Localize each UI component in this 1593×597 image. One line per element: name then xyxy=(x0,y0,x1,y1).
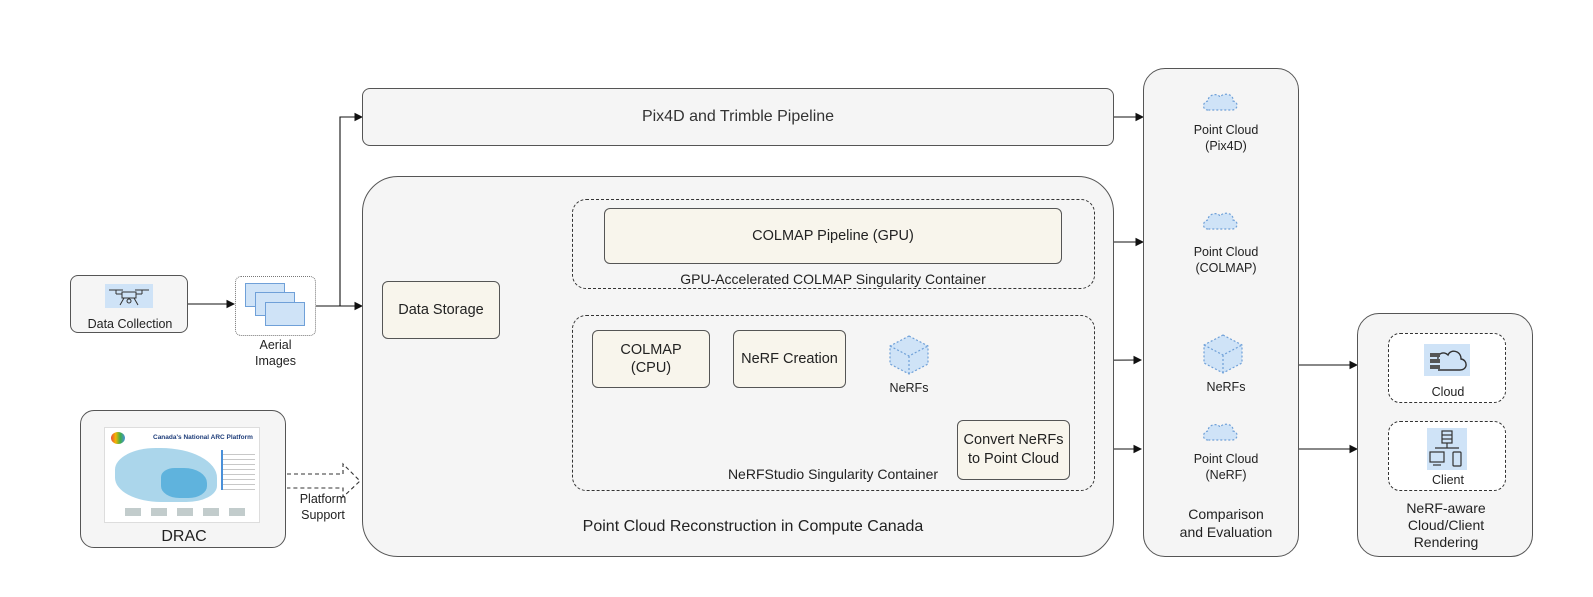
partner-logos-icon xyxy=(125,508,251,516)
colmap-gpu-label: COLMAP Pipeline (GPU) xyxy=(752,228,914,244)
cloud-label: Cloud xyxy=(1431,385,1465,399)
nerfs-label: NeRFs xyxy=(889,381,929,395)
data-storage-label: Data Storage xyxy=(398,302,484,318)
map-region-icon xyxy=(161,468,207,498)
logo-icon xyxy=(111,432,125,444)
edge-images-to-pix4d xyxy=(316,112,364,307)
aerial-images-node xyxy=(235,276,316,336)
client-devices-icon xyxy=(1427,428,1467,470)
convert-label: Convert NeRFs to Point Cloud xyxy=(963,432,1064,467)
platform-support-label: Platform Support xyxy=(299,492,347,522)
colmap-cpu-label: COLMAP (CPU) xyxy=(620,342,682,376)
gpu-container-label: GPU-Accelerated COLMAP Singularity Conta… xyxy=(680,271,986,287)
comparison-label: Comparison and Evaluation xyxy=(1179,506,1273,540)
colmap-gpu-node: COLMAP Pipeline (GPU) xyxy=(604,208,1062,264)
pc-pix4d-label: Point Cloud (Pix4D) xyxy=(1193,123,1259,153)
pc-nerf-label: Point Cloud (NeRF) xyxy=(1193,452,1259,482)
drone-icon xyxy=(105,284,153,308)
colmap-cpu-node: COLMAP (CPU) xyxy=(592,330,710,388)
client-label: Client xyxy=(1432,473,1464,487)
point-cloud-icon xyxy=(1202,212,1238,230)
drac-map-title: Canada's National ARC Platform xyxy=(153,434,253,441)
convert-node: Convert NeRFs to Point Cloud xyxy=(957,420,1070,480)
legend-icon xyxy=(221,450,255,490)
rendering-label: NeRF-aware Cloud/Client Rendering xyxy=(1406,500,1486,550)
client-node: Client xyxy=(1388,421,1506,491)
nerf-cube-icon xyxy=(1203,334,1243,374)
pc-colmap-label: Point Cloud (COLMAP) xyxy=(1193,245,1259,275)
drac-map-image: Canada's National ARC Platform xyxy=(104,427,260,523)
rendering-container: Cloud Client NeRF-aware Cloud/Client Ren… xyxy=(1357,313,1533,557)
data-collection-node: Data Collection xyxy=(70,275,188,333)
nerf-creation-label: NeRF Creation xyxy=(741,351,838,367)
nerf-cube-icon xyxy=(889,335,929,375)
pix4d-pipeline-label: Pix4D and Trimble Pipeline xyxy=(641,108,835,125)
image-icon xyxy=(265,302,305,326)
pix4d-pipeline-node: Pix4D and Trimble Pipeline xyxy=(362,88,1114,146)
data-collection-label: Data Collection xyxy=(87,317,173,331)
platform-support-arrow xyxy=(287,462,361,499)
drac-node: Canada's National ARC Platform DRAC xyxy=(80,410,286,548)
point-cloud-icon xyxy=(1202,93,1238,111)
aerial-images-label: Aerial Images xyxy=(255,338,296,368)
drac-label: DRAC xyxy=(161,528,207,545)
compute-canada-label: Point Cloud Reconstruction in Compute Ca… xyxy=(582,518,924,535)
point-cloud-icon xyxy=(1202,423,1238,441)
comparison-container: Point Cloud (Pix4D) Point Cloud (COLMAP)… xyxy=(1143,68,1299,557)
cloud-server-icon xyxy=(1424,344,1470,376)
nerf-creation-node: NeRF Creation xyxy=(733,330,846,388)
cloud-node: Cloud xyxy=(1388,333,1506,403)
nerfs-out-label: NeRFs xyxy=(1206,380,1246,394)
data-storage-node: Data Storage xyxy=(382,281,500,339)
nerfstudio-container-label: NeRFStudio Singularity Container xyxy=(727,466,939,482)
